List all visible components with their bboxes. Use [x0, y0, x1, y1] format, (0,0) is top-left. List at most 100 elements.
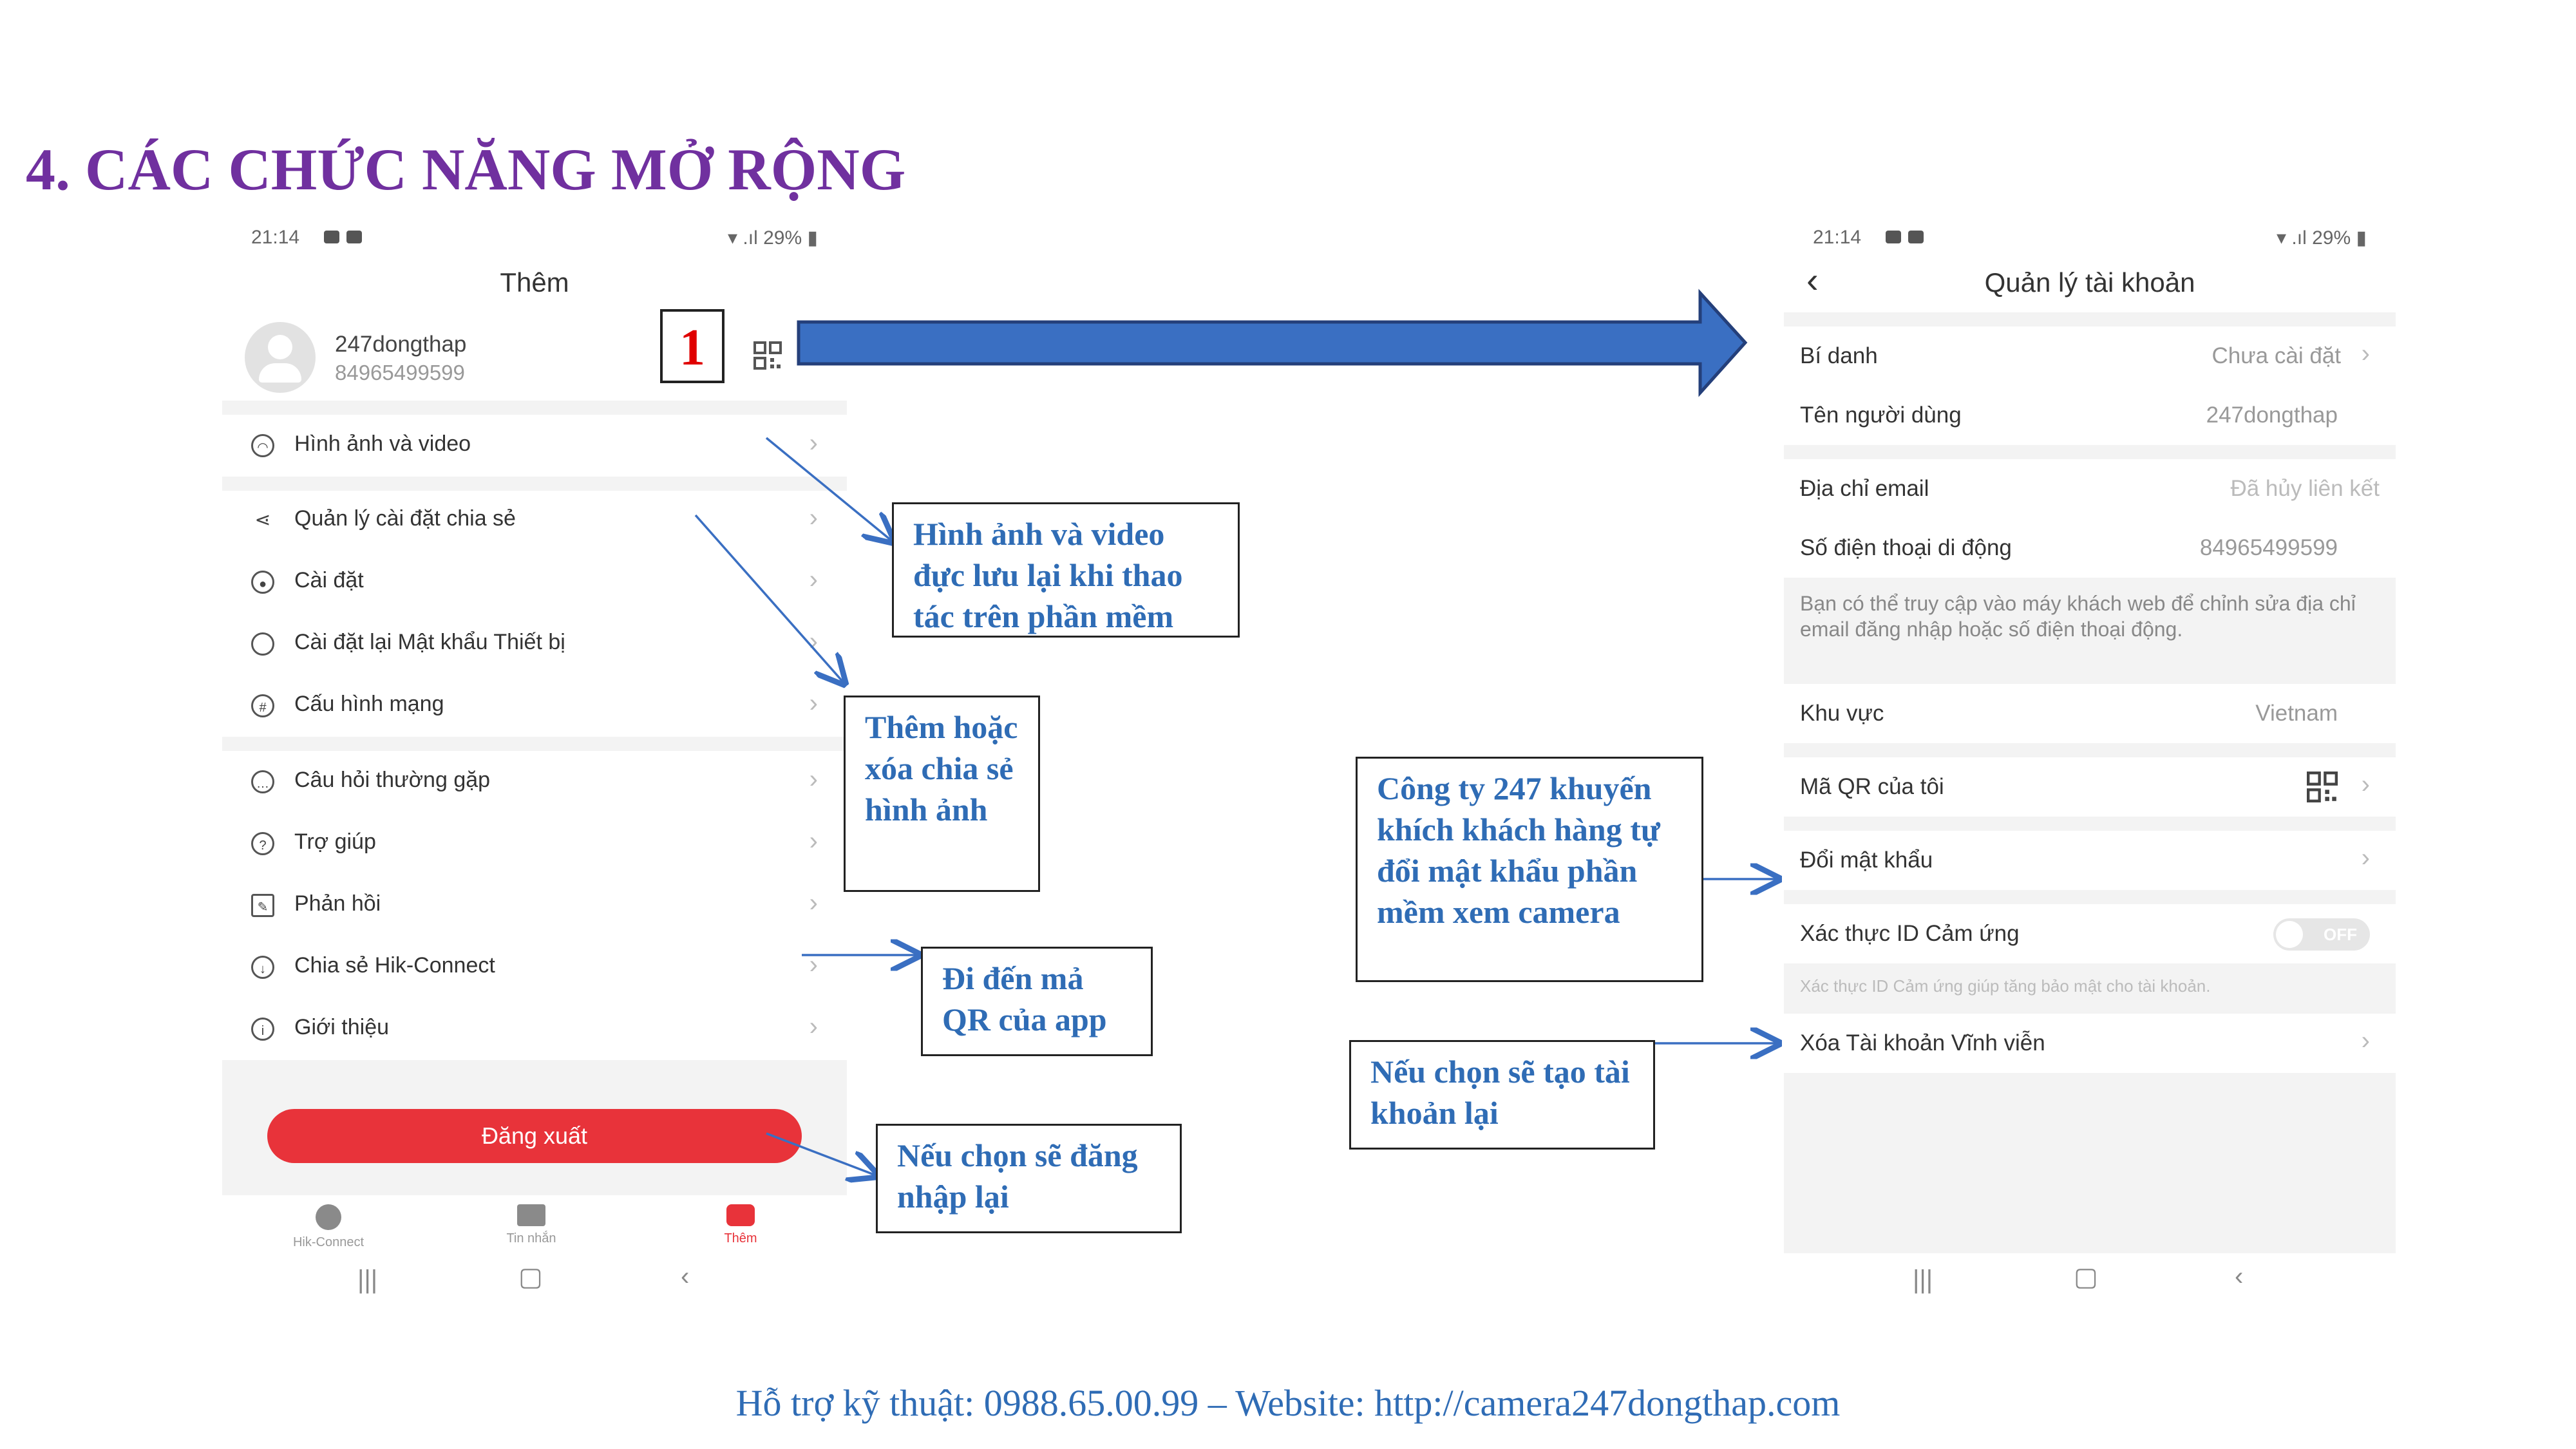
callout-delete: Nếu chọn sẽ tạo tài khoản lại	[1349, 1040, 1655, 1150]
tab-messages[interactable]: Tin nhắn	[480, 1204, 583, 1246]
home-nav-icon[interactable]: ▢	[518, 1263, 543, 1291]
back-nav-icon[interactable]: ‹	[2235, 1262, 2244, 1291]
divider	[1784, 817, 2396, 831]
home-nav-icon[interactable]: ▢	[2074, 1263, 2098, 1291]
arrow-images	[765, 437, 892, 541]
chevron-right-icon: ›	[809, 827, 818, 855]
account-management-screen: 21:14 ▾ .ıl 29% ▮ ‹ Quản lý tài khoản Bí…	[1784, 219, 2396, 1314]
back-nav-icon[interactable]: ‹	[681, 1262, 690, 1291]
menu-item-settings[interactable]: ● Cài đặt ›	[222, 551, 847, 613]
recents-nav-icon[interactable]: |||	[357, 1265, 378, 1294]
qr-code-icon[interactable]	[753, 341, 782, 370]
slide-title: 4. CÁC CHỨC NĂNG MỞ RỘNG	[26, 137, 906, 202]
change-password-row[interactable]: Đổi mật khẩu ›	[1800, 844, 2370, 873]
divider	[222, 737, 847, 751]
qr-code-icon	[2307, 772, 2338, 802]
status-time: 21:14	[1813, 227, 1862, 248]
touch-id-row: Xác thực ID Cảm ứng OFF	[1784, 904, 2396, 963]
chevron-right-icon: ›	[809, 889, 818, 917]
callout-logout: Nếu chọn sẽ đăng nhập lại	[876, 1124, 1182, 1233]
image-icon: ◠	[251, 434, 274, 457]
mail-icon	[517, 1204, 545, 1226]
notification-icon	[346, 231, 362, 243]
page-title: Quản lý tài khoản	[1984, 267, 2195, 298]
chevron-right-icon: ›	[809, 689, 818, 717]
notification-icon	[324, 231, 339, 243]
recents-nav-icon[interactable]: |||	[1913, 1265, 1933, 1294]
chevron-right-icon: ›	[809, 1012, 818, 1041]
email-row[interactable]: Địa chỉ email Đã hủy liên kết	[1800, 476, 2380, 501]
menu-item-reset-device-password[interactable]: Cài đặt lại Mật khẩu Thiết bị ›	[222, 613, 847, 675]
tab-hik-connect[interactable]: Hik-Connect	[277, 1204, 380, 1250]
menu-item-label: Giới thiệu	[294, 1015, 390, 1039]
grid-icon	[726, 1204, 755, 1226]
more-screen: 21:14 ▾ .ıl 29% ▮ Thêm 247dongthap 84965…	[222, 219, 847, 1314]
chevron-right-icon: ›	[2361, 1027, 2370, 1055]
delete-account-row[interactable]: Xóa Tài khoản Vĩnh viễn ›	[1800, 1027, 2370, 1056]
menu-item-label: Cài đặt lại Mật khẩu Thiết bị	[294, 630, 565, 654]
chevron-right-icon: ›	[809, 565, 818, 594]
menu-item-about[interactable]: i Giới thiệu ›	[222, 998, 847, 1060]
info-icon: i	[251, 1018, 274, 1041]
chevron-right-icon: ›	[2361, 844, 2370, 872]
status-time: 21:14	[251, 227, 300, 248]
menu-item-label: Hình ảnh và video	[294, 431, 471, 456]
feedback-icon: ✎	[251, 894, 274, 917]
callout-share: Thêm hoặc xóa chia sẻ hình ảnh	[844, 696, 1040, 892]
menu-item-label: Cài đặt	[294, 568, 364, 592]
menu-item-label: Phản hồi	[294, 891, 381, 916]
menu-item-network-config[interactable]: # Cấu hình mạng ›	[222, 675, 847, 737]
logout-button[interactable]: Đăng xuất	[267, 1109, 802, 1163]
profile-phone: 84965499599	[335, 361, 465, 384]
chevron-right-icon: ›	[809, 951, 818, 979]
menu-item-help[interactable]: ? Trợ giúp ›	[222, 813, 847, 875]
chevron-right-icon: ›	[809, 765, 818, 793]
chevron-right-icon: ›	[2361, 339, 2370, 368]
callout-qr: Đi đến mả QR của app	[921, 947, 1153, 1056]
cloud-share-icon: ↓	[251, 956, 274, 979]
menu-item-share-hik-connect[interactable]: ↓ Chia sẻ Hik-Connect ›	[222, 936, 847, 998]
menu-item-faq[interactable]: … Câu hỏi thường gặp ›	[222, 751, 847, 813]
menu-item-label: Câu hỏi thường gặp	[294, 768, 491, 792]
status-battery: ▾ .ıl 29% ▮	[728, 227, 818, 249]
divider	[1784, 890, 2396, 904]
arrow-share	[694, 514, 844, 683]
my-qr-row[interactable]: Mã QR của tôi ›	[1784, 757, 2396, 817]
touch-id-toggle[interactable]: OFF	[2273, 918, 2370, 951]
toggle-knob	[2276, 921, 2303, 948]
step-number-badge: 1	[660, 309, 724, 383]
chevron-right-icon: ›	[2361, 770, 2370, 799]
menu-item-images-videos[interactable]: ◠ Hình ảnh và video ›	[222, 415, 847, 477]
tab-more[interactable]: Thêm	[689, 1204, 792, 1246]
big-arrow	[797, 289, 1748, 397]
chevron-right-icon: ›	[809, 627, 818, 656]
faq-icon: …	[251, 770, 274, 793]
empty-area	[1784, 1073, 2396, 1253]
arrow-logout	[766, 1132, 876, 1175]
menu-item-feedback[interactable]: ✎ Phản hồi ›	[222, 875, 847, 936]
region-row: Khu vực Vietnam	[1800, 701, 2338, 726]
page-title: Thêm	[500, 267, 569, 298]
notification-icon	[1908, 231, 1924, 243]
reset-icon	[251, 632, 274, 656]
menu-item-share-settings[interactable]: ⋖ Quản lý cài đặt chia sẻ ›	[222, 489, 847, 551]
profile-card[interactable]: 247dongthap 84965499599	[222, 312, 847, 399]
chevron-right-icon: ›	[809, 429, 818, 457]
menu-item-label: Quản lý cài đặt chia sẻ	[294, 506, 516, 531]
gear-icon: ●	[251, 571, 274, 594]
menu-item-label: Trợ giúp	[294, 829, 376, 854]
help-icon: ?	[251, 832, 274, 855]
status-bar: 21:14 ▾ .ıl 29% ▮	[1784, 219, 2396, 258]
nickname-row[interactable]: Bí danh Chưa cài đặt ›	[1800, 339, 2370, 368]
support-footer: Hỗ trợ kỹ thuật: 0988.65.00.99 – Website…	[735, 1382, 1841, 1424]
email-note: Bạn có thể truy cập vào máy khách web để…	[1784, 578, 2396, 684]
mobile-row[interactable]: Số điện thoại di động 84965499599	[1800, 535, 2338, 560]
divider	[1784, 312, 2396, 327]
notification-icon	[1886, 231, 1901, 243]
touch-id-note: Xác thực ID Cảm ứng giúp tăng bảo mật ch…	[1784, 963, 2396, 1014]
chevron-right-icon: ›	[809, 504, 818, 532]
camera-icon	[316, 1204, 341, 1230]
callout-images: Hình ảnh và video đực lưu lại khi thao t…	[892, 502, 1240, 638]
status-bar: 21:14 ▾ .ıl 29% ▮	[222, 219, 847, 258]
back-arrow-icon[interactable]: ‹	[1806, 260, 1819, 300]
